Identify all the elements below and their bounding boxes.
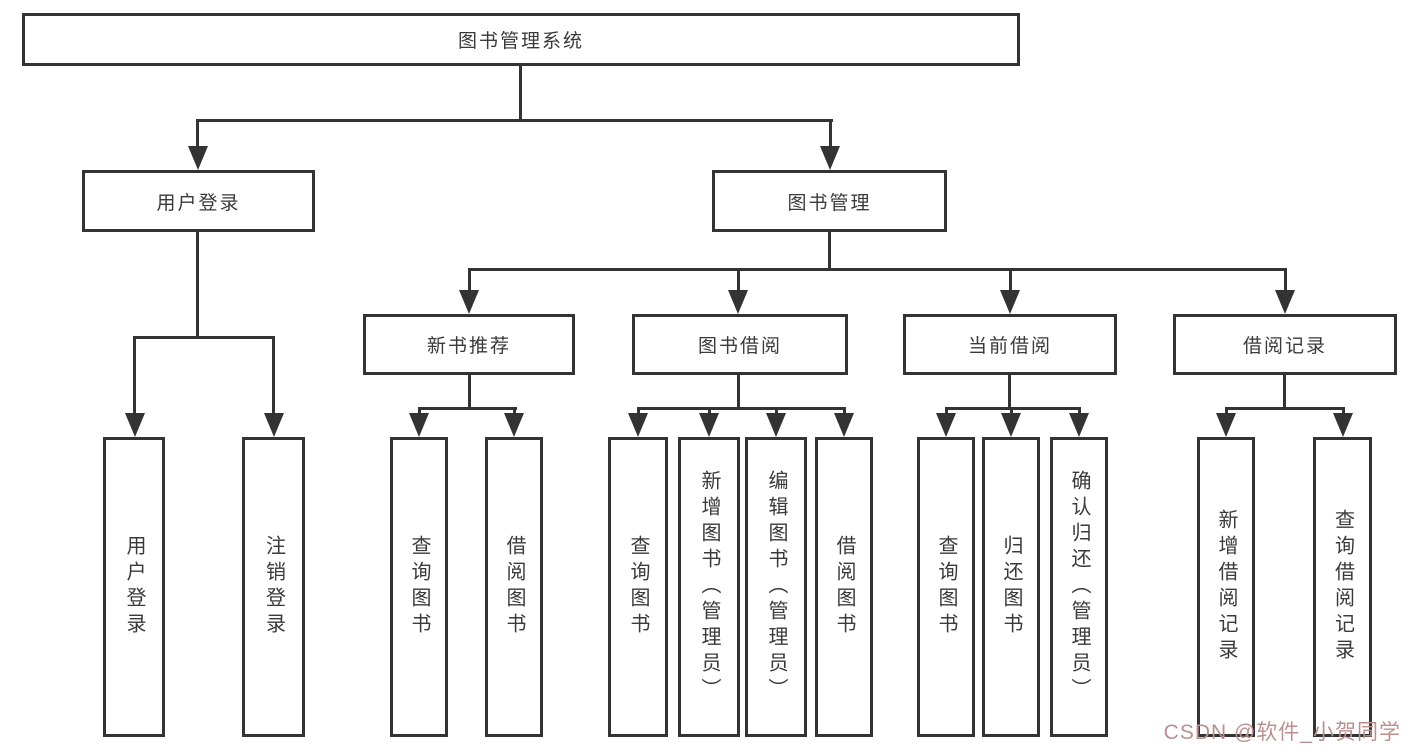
connector-drop-borrow-records <box>1284 268 1287 294</box>
leaf-bb-edit-books-admin: 编辑图书（管理员） <box>745 437 807 737</box>
arrowhead-bb-edit <box>766 413 786 437</box>
node-book-management: 图书管理 <box>712 170 947 232</box>
leaf-cb-query-books: 查询图书 <box>917 437 975 737</box>
leaf-bb-query-books: 查询图书 <box>608 437 668 737</box>
node-root: 图书管理系统 <box>22 13 1020 66</box>
arrowhead-bb-query <box>628 413 648 437</box>
arrowhead-user-login <box>188 146 208 170</box>
connector-drop-bb-add <box>708 407 711 417</box>
connector-cb-branch <box>945 407 1081 410</box>
arrowhead-bb-borrow <box>834 413 854 437</box>
connector-drop-br-add <box>1225 407 1228 417</box>
connector-drop-bb-edit <box>775 407 778 417</box>
arrowhead-current-borrowing <box>1000 290 1020 314</box>
leaf-br-add-record: 新增借阅记录 <box>1197 437 1255 737</box>
leaf-cb-return-books: 归还图书 <box>982 437 1040 737</box>
arrowhead-br-query <box>1333 413 1353 437</box>
leaf-nbr-borrow-books: 借阅图书 <box>485 437 543 737</box>
connector-br-trunk <box>1283 373 1286 409</box>
connector-drop-book-borrowing <box>737 268 740 294</box>
connector-book-mgmt-branch <box>468 268 1287 271</box>
connector-drop-bb-query <box>637 407 640 417</box>
connector-drop-current-borrowing <box>1009 268 1012 294</box>
connector-drop-nbr-query <box>418 407 421 417</box>
leaf-bb-add-books-admin: 新增图书（管理员） <box>678 437 740 737</box>
arrowhead-nbr-query <box>409 413 429 437</box>
arrowhead-leaf-user-login <box>125 413 145 437</box>
arrowhead-cb-return <box>1001 413 1021 437</box>
arrowhead-book-borrowing <box>728 290 748 314</box>
connector-drop-leaf-user-login <box>133 336 136 416</box>
connector-user-login-trunk <box>196 230 199 338</box>
arrowhead-nbr-borrow <box>504 413 524 437</box>
leaf-cb-confirm-return-admin: 确认归还（管理员） <box>1050 437 1108 737</box>
arrowhead-cb-query <box>936 413 956 437</box>
csdn-watermark: CSDN @软件_小贺同学 <box>1163 721 1401 744</box>
node-book-borrowing: 图书借阅 <box>632 314 848 375</box>
connector-cb-trunk <box>1008 373 1011 409</box>
connector-drop-cb-return <box>1010 407 1013 417</box>
arrowhead-new-book-recommend <box>459 290 479 314</box>
arrowhead-book-management <box>820 146 840 170</box>
connector-root-branch <box>196 119 833 122</box>
connector-drop-bb-borrow <box>843 407 846 417</box>
leaf-br-query-record: 查询借阅记录 <box>1313 437 1372 737</box>
arrowhead-leaf-logout <box>264 413 284 437</box>
connector-user-login-branch <box>133 336 275 339</box>
connector-nbr-branch <box>418 407 517 410</box>
arrowhead-borrow-records <box>1275 290 1295 314</box>
connector-br-branch <box>1225 407 1344 410</box>
connector-drop-br-query <box>1342 407 1345 417</box>
leaf-logout: 注销登录 <box>242 437 305 737</box>
node-new-book-recommend: 新书推荐 <box>363 314 575 375</box>
leaf-bb-borrow-books: 借阅图书 <box>815 437 873 737</box>
arrowhead-br-add <box>1216 413 1236 437</box>
arrowhead-cb-confirm <box>1069 413 1089 437</box>
connector-drop-nbr-borrow <box>513 407 516 417</box>
connector-bb-branch <box>637 407 845 410</box>
connector-root-trunk <box>519 64 522 121</box>
connector-nbr-trunk <box>468 373 471 409</box>
connector-drop-new-book-recommend <box>468 268 471 294</box>
connector-book-mgmt-trunk <box>828 230 831 271</box>
connector-drop-leaf-logout <box>272 336 275 416</box>
connector-drop-book-management <box>829 119 832 151</box>
connector-drop-cb-query <box>945 407 948 417</box>
connector-drop-user-login <box>196 119 199 151</box>
node-borrow-records: 借阅记录 <box>1173 314 1397 375</box>
node-current-borrowing: 当前借阅 <box>903 314 1117 375</box>
arrowhead-bb-add <box>699 413 719 437</box>
connector-bb-trunk <box>737 373 740 409</box>
node-user-login: 用户登录 <box>82 170 315 232</box>
leaf-nbr-query-books: 查询图书 <box>390 437 448 737</box>
leaf-user-login: 用户登录 <box>103 437 165 737</box>
connector-drop-cb-confirm <box>1078 407 1081 417</box>
